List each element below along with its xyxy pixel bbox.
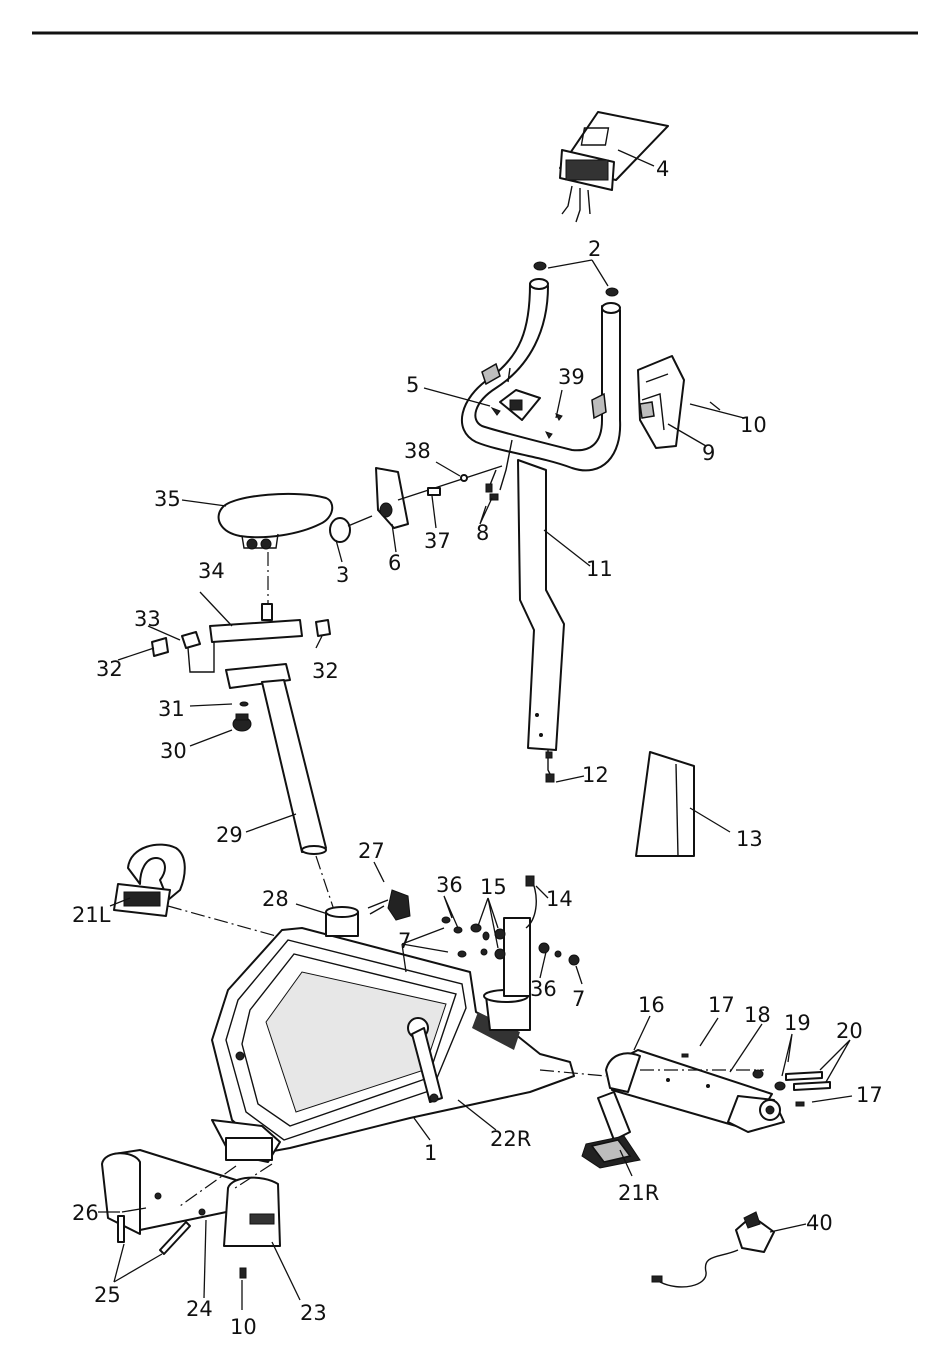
label-25: 25	[94, 1283, 121, 1307]
label-33: 33	[134, 607, 161, 631]
label-40: 40	[806, 1211, 833, 1235]
label-12: 12	[582, 763, 609, 787]
label-8: 8	[476, 521, 489, 545]
label-16: 16	[638, 993, 665, 1017]
label-24: 24	[186, 1297, 213, 1321]
label-23: 23	[300, 1301, 327, 1325]
label-4: 4	[656, 157, 669, 181]
label-27: 27	[358, 839, 385, 863]
label-17b: 17	[856, 1083, 883, 1107]
label-14: 14	[546, 887, 573, 911]
label-21L: 21L	[72, 903, 111, 927]
label-13: 13	[736, 827, 763, 851]
part-handlebar	[462, 279, 620, 470]
label-19: 19	[784, 1011, 811, 1035]
part-bushing-right	[316, 620, 330, 636]
label-31: 31	[158, 697, 185, 721]
label-6: 6	[388, 551, 401, 575]
part-console-bracket	[500, 390, 540, 420]
part-rear-stabilizer	[606, 1050, 784, 1132]
leader-lines	[98, 150, 852, 1310]
label-3: 3	[336, 563, 349, 587]
label-32a: 32	[96, 657, 123, 681]
end-cap-left	[534, 262, 546, 270]
part-pedal-right	[582, 1092, 640, 1168]
label-10a: 10	[740, 413, 767, 437]
label-36a: 36	[436, 873, 463, 897]
label-28: 28	[262, 887, 289, 911]
label-7b: 7	[572, 987, 585, 1011]
part-pedal-left	[114, 845, 185, 916]
part-adjust-knob	[233, 714, 251, 731]
part-power-adapter	[652, 1212, 774, 1287]
label-21R: 21R	[618, 1181, 659, 1205]
label-15: 15	[480, 875, 507, 899]
part-bottle-holder	[638, 356, 684, 448]
label-29: 29	[216, 823, 243, 847]
end-cap-right	[606, 288, 618, 296]
label-20: 20	[836, 1019, 863, 1043]
part-seat	[219, 494, 333, 549]
part-upright-post	[518, 460, 564, 782]
label-32b: 32	[312, 659, 339, 683]
part-pop-pin-knob	[368, 890, 410, 920]
label-36b: 36	[530, 977, 557, 1001]
label-5: 5	[406, 373, 419, 397]
label-10b: 10	[230, 1315, 257, 1339]
part-knob-pop	[182, 632, 200, 648]
part-seat-rail	[210, 604, 302, 642]
part-bushing-left	[152, 638, 168, 656]
label-1: 1	[424, 1141, 437, 1165]
label-2: 2	[588, 237, 601, 261]
label-22R: 22R	[490, 1127, 531, 1151]
label-34: 34	[198, 559, 225, 583]
part-front-stabilizer	[102, 1120, 280, 1246]
part-post-cover	[636, 752, 694, 856]
part-console	[560, 112, 668, 222]
label-26: 26	[72, 1201, 99, 1225]
label-18: 18	[744, 1003, 771, 1027]
label-38: 38	[404, 439, 431, 463]
callout-labels: 4 2 5 39 10 9 38 35 37 8 6 3 11 34 33 32…	[72, 157, 883, 1339]
label-7a: 7	[398, 929, 411, 953]
label-11: 11	[586, 557, 613, 581]
label-37: 37	[424, 529, 451, 553]
label-30: 30	[160, 739, 187, 763]
label-35: 35	[154, 487, 181, 511]
label-9: 9	[702, 441, 715, 465]
part-main-frame	[212, 876, 574, 1152]
label-17a: 17	[708, 993, 735, 1017]
label-39: 39	[558, 365, 585, 389]
